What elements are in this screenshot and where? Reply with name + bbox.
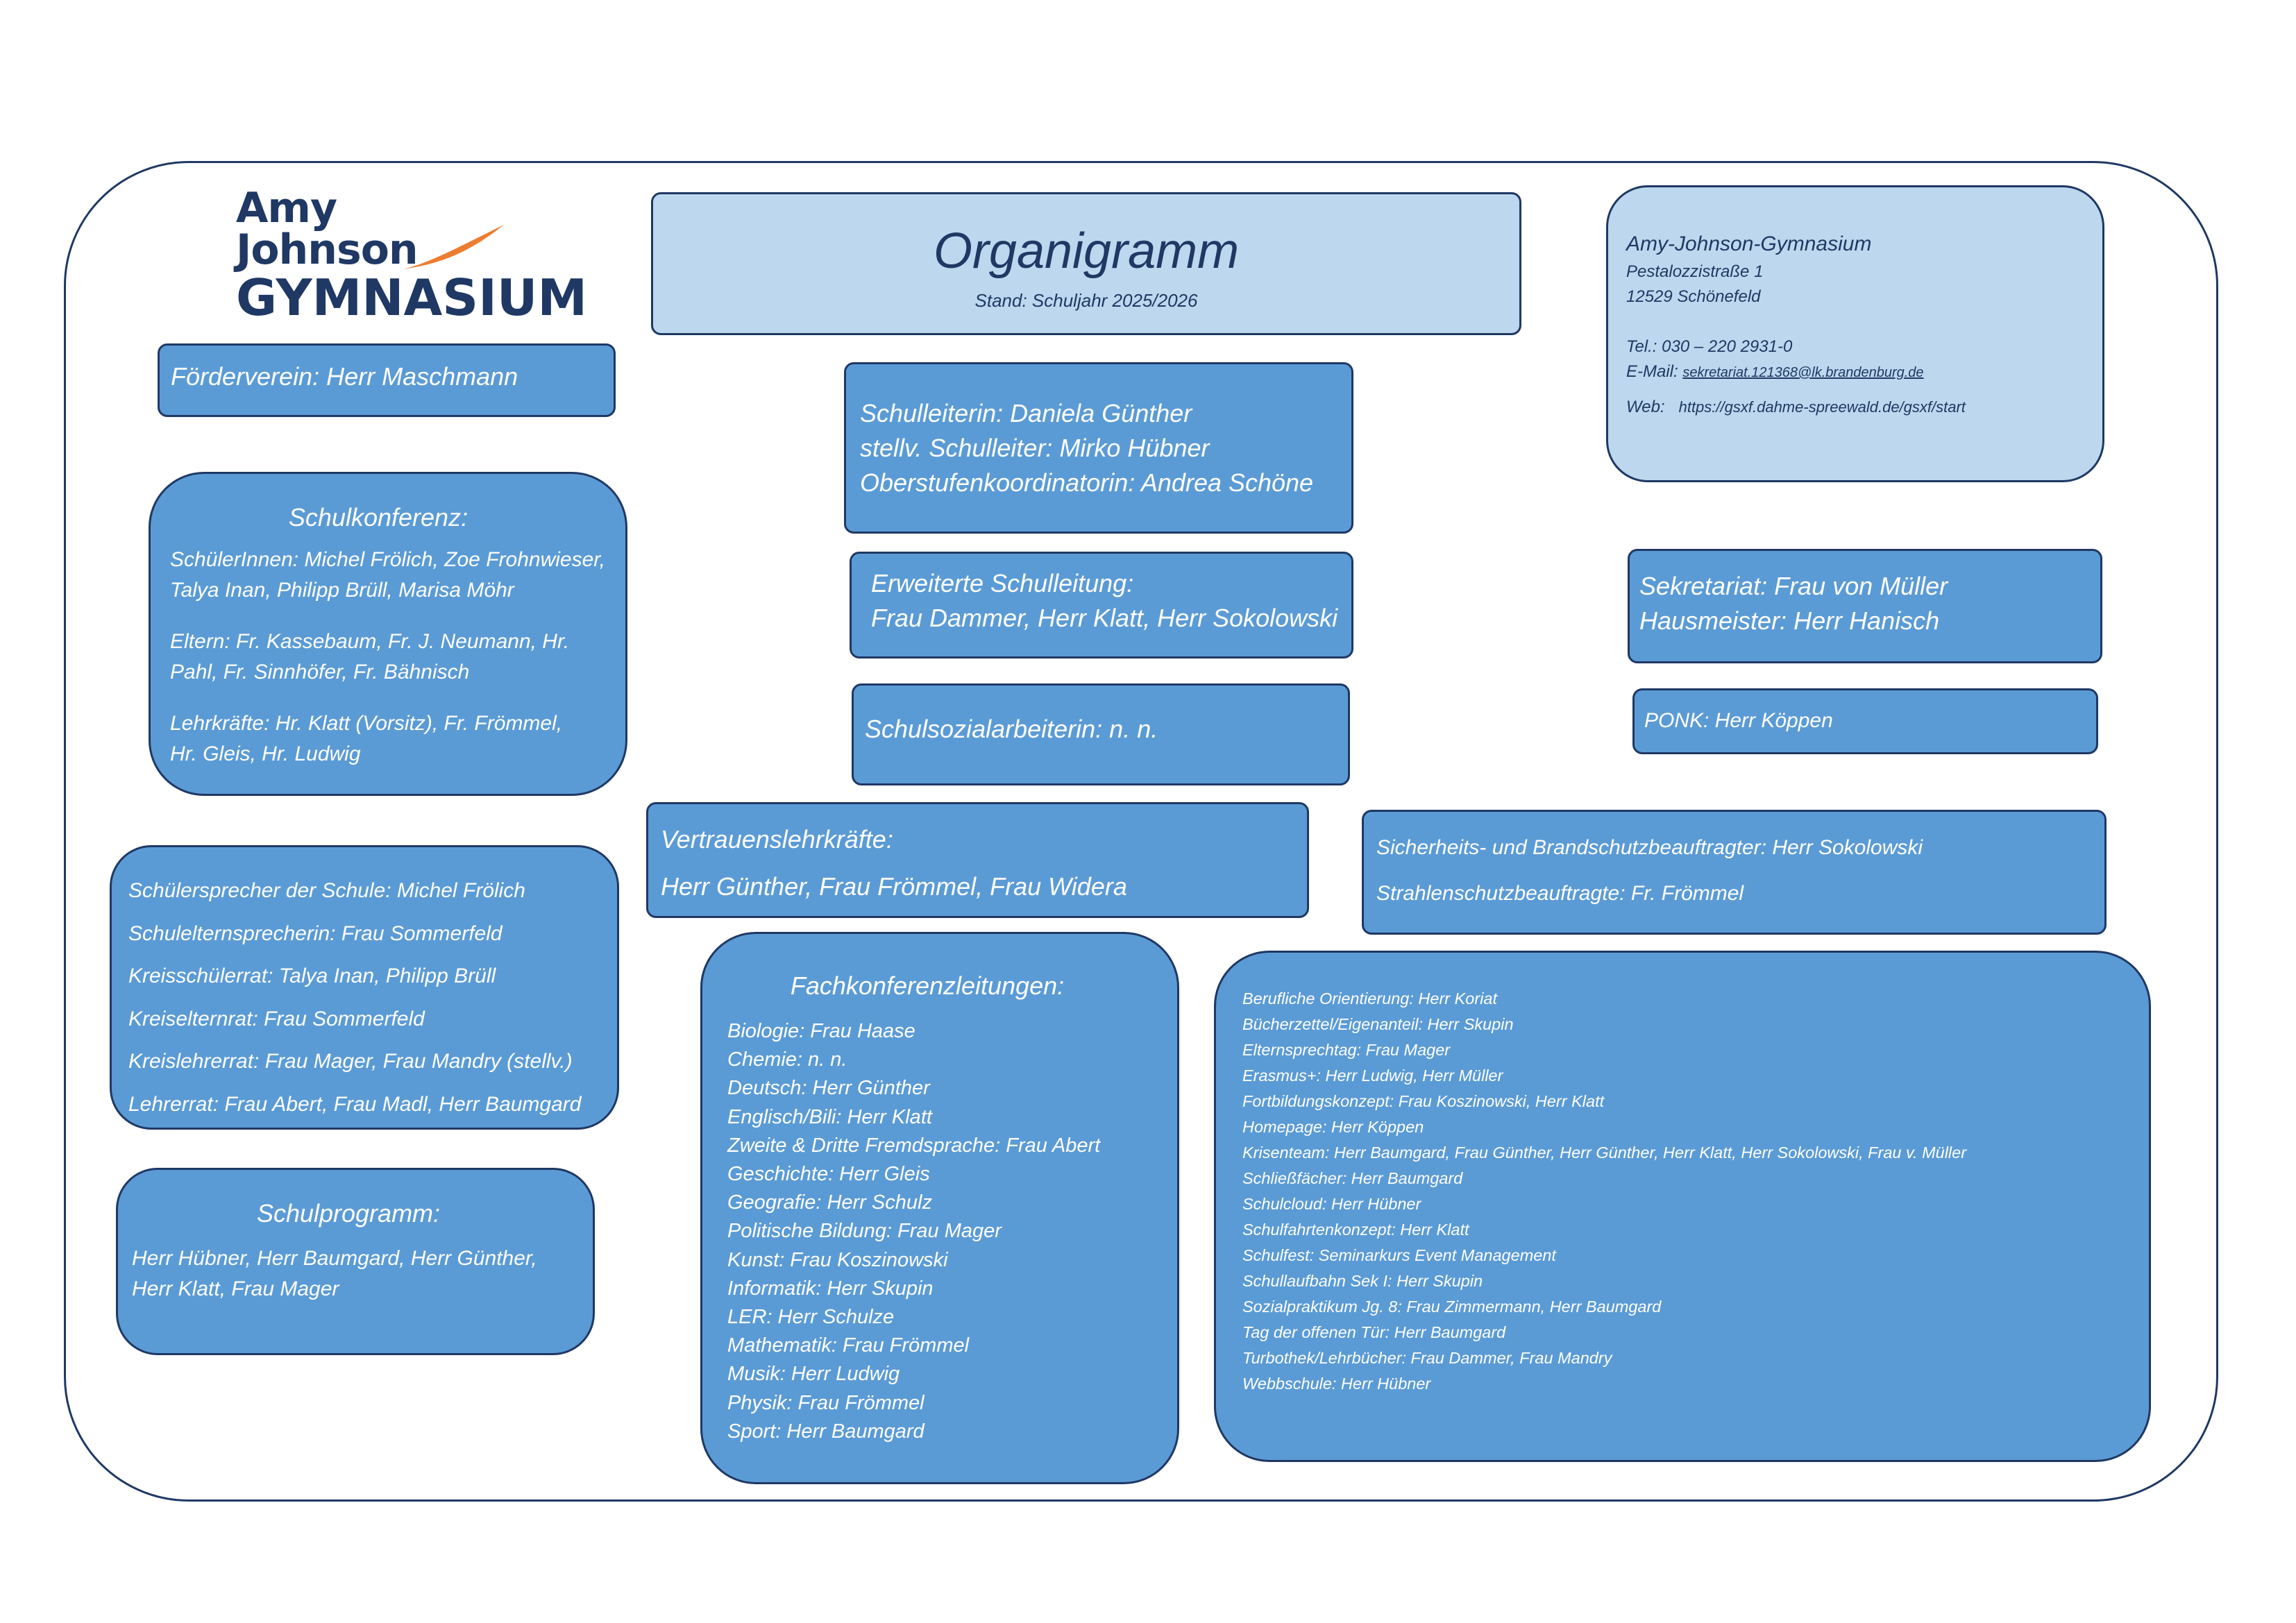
fachkonferenz-item: Musik: Herr Ludwig bbox=[727, 1363, 900, 1386]
fachkonferenz-item: Deutsch: Herr Günther bbox=[727, 1077, 930, 1100]
schulprogramm-line-2: Herr Klatt, Frau Mager bbox=[132, 1277, 339, 1300]
schulkonferenz-eltern-2: Pahl, Fr. Sinnhöfer, Fr. Bähnisch bbox=[170, 661, 470, 683]
fachkonferenz-item: Physik: Frau Frömmel bbox=[727, 1391, 925, 1414]
schulkonferenz-lehrer-2: Hr. Gleis, Hr. Ludwig bbox=[170, 742, 361, 765]
schulkonferenz-schueler-2: Talya Inan, Philipp Brüll, Marisa Möhr bbox=[170, 579, 514, 602]
schulleitung-line-2: stellv. Schulleiter: Mirko Hübner bbox=[860, 434, 1210, 462]
aufgaben-item: Krisenteam: Herr Baumgard, Frau Günther,… bbox=[1242, 1144, 1967, 1162]
schulkonferenz-title: Schulkonferenz: bbox=[288, 503, 469, 532]
logo-line-1: Amy bbox=[236, 184, 337, 232]
aufgaben-item: Bücherzettel/Eigenanteil: Herr Skupin bbox=[1242, 1015, 1514, 1033]
sicherheit-line-2: Strahlenschutzbeauftragte: Fr. Frömmel bbox=[1376, 882, 1744, 905]
fachkonferenz-item: Politische Bildung: Frau Mager bbox=[727, 1220, 1002, 1243]
vertreter-line-2: Schulelternsprecherin: Frau Sommerfeld bbox=[128, 921, 503, 945]
fachkonferenz-item: Geschichte: Herr Gleis bbox=[727, 1163, 930, 1186]
fachkonferenz-item: Biologie: Frau Haase bbox=[727, 1020, 915, 1042]
erweiterte-title: Erweiterte Schulleitung: bbox=[871, 569, 1134, 597]
fachkonferenz-item: Chemie: n. n. bbox=[727, 1048, 847, 1071]
schulprogramm-line-1: Herr Hübner, Herr Baumgard, Herr Günther… bbox=[132, 1247, 537, 1270]
fachkonferenz-item: Informatik: Herr Skupin bbox=[727, 1277, 934, 1300]
schulkonferenz-schueler-1: SchülerInnen: Michel Frölich, Zoe Frohnw… bbox=[170, 548, 605, 571]
fachkonferenz-item: Sport: Herr Baumgard bbox=[727, 1420, 925, 1443]
schulleitung-line-3: Oberstufenkoordinatorin: Andrea Schöne bbox=[860, 468, 1314, 497]
school-city: 12529 Schönefeld bbox=[1626, 287, 1761, 306]
aufgaben-item: Schulfest: Seminarkurs Event Management bbox=[1242, 1246, 1556, 1264]
school-web-row: Web: https://gsxf.dahme-spreewald.de/gsx… bbox=[1626, 395, 2102, 420]
email-label: E-Mail: bbox=[1626, 362, 1683, 381]
aufgaben-item: Fortbildungskonzept: Frau Koszinowski, H… bbox=[1242, 1092, 1605, 1110]
logo-line-3: GYMNASIUM bbox=[236, 269, 588, 327]
outer-frame bbox=[64, 161, 2218, 1502]
fachkonferenz-item: Geografie: Herr Schulz bbox=[727, 1191, 932, 1214]
vertreter-line-1: Schülersprecher der Schule: Michel Fröli… bbox=[128, 879, 525, 902]
hausmeister-line: Hausmeister: Herr Hanisch bbox=[1639, 606, 1940, 635]
ponk-box: PONK: Herr Köppen bbox=[1632, 688, 2098, 754]
page-subtitle: Stand: Schuljahr 2025/2026 bbox=[974, 290, 1198, 311]
vertrauen-members: Herr Günther, Frau Frömmel, Frau Widera bbox=[661, 872, 1127, 901]
vertreter-line-5: Kreislehrerrat: Frau Mager, Frau Mandry … bbox=[128, 1050, 573, 1073]
sekretariat-line: Sekretariat: Frau von Müller bbox=[1639, 572, 1948, 600]
aufgaben-item: Tag der offenen Tür: Herr Baumgard bbox=[1242, 1323, 1506, 1341]
erweiterte-members: Frau Dammer, Herr Klatt, Herr Sokolowski bbox=[871, 604, 1338, 632]
vertreter-line-3: Kreisschülerrat: Talya Inan, Philipp Brü… bbox=[128, 965, 496, 987]
schulkonferenz-box: Schulkonferenz: SchülerInnen: Michel Frö… bbox=[149, 472, 627, 796]
aufgaben-item: Berufliche Orientierung: Herr Koriat bbox=[1242, 989, 1498, 1008]
schulkonferenz-eltern-1: Eltern: Fr. Kassebaum, Fr. J. Neumann, H… bbox=[170, 630, 570, 653]
fachkonferenz-item: Mathematik: Frau Frömmel bbox=[727, 1334, 970, 1357]
schulsozialarbeit-text: Schulsozialarbeiterin: n. n. bbox=[865, 715, 1158, 743]
aufgaben-item: Erasmus+: Herr Ludwig, Herr Müller bbox=[1242, 1067, 1503, 1085]
aufgaben-item: Turbothek/Lehrbücher: Frau Dammer, Frau … bbox=[1242, 1349, 1612, 1367]
fachkonferenz-box: Fachkonferenzleitungen: Biologie: Frau H… bbox=[700, 932, 1179, 1484]
school-phone: Tel.: 030 – 220 2931-0 bbox=[1626, 337, 1793, 356]
fachkonferenz-item: LER: Herr Schulze bbox=[727, 1306, 895, 1329]
contact-box: Amy-Johnson-Gymnasium Pestalozzistraße 1… bbox=[1606, 185, 2104, 482]
web-link[interactable]: https://gsxf.dahme-spreewald.de/gsxf/sta… bbox=[1678, 398, 1966, 416]
aufgaben-item: Schulcloud: Herr Hübner bbox=[1242, 1195, 1421, 1213]
aufgaben-item: Webbschule: Herr Hübner bbox=[1242, 1375, 1431, 1393]
vertreter-box: Schülersprecher der Schule: Michel Fröli… bbox=[110, 845, 619, 1130]
school-street: Pestalozzistraße 1 bbox=[1626, 262, 1764, 281]
aufgaben-item: Schullaufbahn Sek I: Herr Skupin bbox=[1242, 1272, 1483, 1290]
fachkonferenz-item: Zweite & Dritte Fremdsprache: Frau Abert bbox=[727, 1134, 1101, 1157]
school-logo: Amy Johnson GYMNASIUM bbox=[236, 184, 588, 327]
school-email-row: E-Mail: sekretariat.121368@lk.brandenbur… bbox=[1626, 359, 2102, 385]
logo-swoosh-icon bbox=[403, 225, 504, 269]
erweiterte-schulleitung-box: Erweiterte Schulleitung: Frau Dammer, He… bbox=[850, 552, 1353, 658]
sicherheit-box: Sicherheits- und Brandschutzbeauftragter… bbox=[1362, 810, 2107, 935]
schulprogramm-box: Schulprogramm: Herr Hübner, Herr Baumgar… bbox=[116, 1168, 595, 1355]
vertrauenslehrkraefte-box: Vertrauenslehrkräfte: Herr Günther, Frau… bbox=[646, 802, 1309, 918]
aufgaben-item: Sozialpraktikum Jg. 8: Frau Zimmermann, … bbox=[1242, 1298, 1662, 1316]
schulkonferenz-lehrer-1: Lehrkräfte: Hr. Klatt (Vorsitz), Fr. Frö… bbox=[170, 712, 563, 735]
schulsozialarbeit-box: Schulsozialarbeiterin: n. n. bbox=[852, 683, 1350, 785]
vertrauen-title: Vertrauenslehrkräfte: bbox=[661, 825, 893, 853]
fachkonferenz-item: Kunst: Frau Koszinowski bbox=[727, 1248, 948, 1271]
vertreter-line-4: Kreiselternrat: Frau Sommerfeld bbox=[128, 1007, 425, 1030]
foerderverein-text: Förderverein: Herr Maschmann bbox=[171, 362, 518, 391]
aufgaben-item: Schließfächer: Herr Baumgard bbox=[1242, 1169, 1463, 1187]
vertreter-line-6: Lehrerrat: Frau Abert, Frau Madl, Herr B… bbox=[128, 1092, 582, 1116]
logo-line-2: Johnson bbox=[236, 226, 419, 274]
schulprogramm-title: Schulprogramm: bbox=[256, 1199, 441, 1227]
school-name: Amy-Johnson-Gymnasium bbox=[1626, 232, 1872, 255]
aufgaben-item: Elternsprechtag: Frau Mager bbox=[1242, 1041, 1451, 1059]
foerderverein-box: Förderverein: Herr Maschmann bbox=[158, 343, 616, 417]
sekretariat-box: Sekretariat: Frau von Müller Hausmeister… bbox=[1628, 549, 2102, 663]
ponk-text: PONK: Herr Köppen bbox=[1644, 709, 1833, 732]
fachkonferenz-title: Fachkonferenzleitungen: bbox=[790, 971, 1065, 1000]
aufgaben-item: Homepage: Herr Köppen bbox=[1242, 1118, 1424, 1136]
page-title: Organigramm bbox=[933, 223, 1240, 279]
schulleitung-line-1: Schulleiterin: Daniela Günther bbox=[860, 399, 1192, 427]
web-label: Web: bbox=[1626, 398, 1665, 416]
aufgaben-item: Schulfahrtenkonzept: Herr Klatt bbox=[1242, 1221, 1469, 1239]
fachkonferenz-item: Englisch/Bili: Herr Klatt bbox=[727, 1105, 932, 1128]
sicherheit-line-1: Sicherheits- und Brandschutzbeauftragter… bbox=[1376, 836, 1923, 859]
email-link[interactable]: sekretariat.121368@lk.brandenburg.de bbox=[1682, 365, 1924, 380]
schulleitung-box: Schulleiterin: Daniela Günther stellv. S… bbox=[844, 362, 1353, 534]
title-box: Organigramm Stand: Schuljahr 2025/2026 bbox=[651, 192, 1521, 335]
